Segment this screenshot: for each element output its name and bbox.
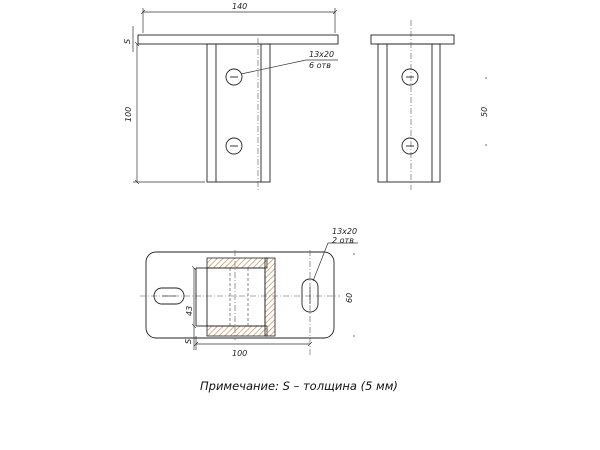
dim-label-s: S xyxy=(123,39,132,44)
side-body xyxy=(377,43,441,183)
side-flange-plate xyxy=(370,34,455,45)
front-hole xyxy=(225,68,243,86)
plan-slot-left xyxy=(153,287,185,305)
leader-hole-plan xyxy=(312,242,329,282)
front-flange-plate xyxy=(137,34,339,45)
hole-spec-count-top: 6 отв xyxy=(309,61,331,70)
side-hole xyxy=(401,68,419,86)
dim-label-60: 60 xyxy=(345,293,354,303)
drawing-note: Примечание: S – толщина (5 мм) xyxy=(200,379,398,393)
channel-inner xyxy=(206,267,266,327)
hole-spec-count-plan: 2 отв xyxy=(332,236,354,245)
plan-slot-right xyxy=(301,278,319,313)
front-body xyxy=(206,43,271,183)
leader-hole-top xyxy=(240,59,307,75)
dim-label-140: 140 xyxy=(232,2,247,11)
channel-section xyxy=(195,257,276,337)
hole-spec-size-plan: 13x20 xyxy=(332,227,357,236)
side-hole xyxy=(401,137,419,155)
section-hatch xyxy=(206,325,268,337)
plan-view: 13x20 2 отв 60 43 S 100 xyxy=(140,227,358,358)
hole-spec-size-top: 13x20 xyxy=(309,50,334,59)
dim-label-43: 43 xyxy=(185,306,194,316)
dim-label-50: 50 xyxy=(480,107,489,117)
plan-base-plate xyxy=(145,251,335,339)
dim-label-100-plan: 100 xyxy=(232,349,247,358)
dim-label-100: 100 xyxy=(124,107,133,122)
front-hole xyxy=(225,137,243,155)
section-hatch xyxy=(206,257,268,269)
side-view: 50 xyxy=(370,20,489,190)
dim-label-s-plan: S xyxy=(184,339,193,344)
section-hatch xyxy=(264,257,276,337)
front-view: 140 S 100 13x20 6 отв xyxy=(123,2,339,190)
